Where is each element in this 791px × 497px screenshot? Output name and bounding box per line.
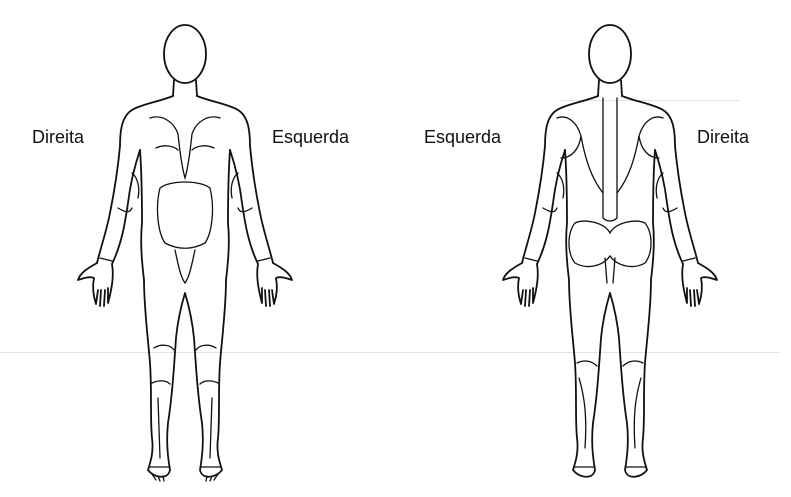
front-head [164, 25, 206, 83]
back-left-hand [503, 263, 538, 306]
front-right-hand [78, 263, 113, 306]
back-inner-arms [537, 150, 683, 264]
front-chest-detail [100, 117, 270, 481]
front-inner-arms [112, 150, 258, 264]
back-right-hand [682, 263, 717, 306]
back-body-figure [495, 18, 725, 488]
back-head [589, 25, 631, 83]
back-torso-outline [522, 96, 698, 280]
back-spine-detail [525, 98, 695, 467]
front-body-figure [70, 18, 300, 488]
front-torso-outline [97, 96, 273, 280]
back-left-label: Esquerda [424, 127, 501, 148]
front-left-hand [257, 263, 292, 306]
back-legs [569, 280, 651, 477]
front-legs [144, 280, 226, 477]
